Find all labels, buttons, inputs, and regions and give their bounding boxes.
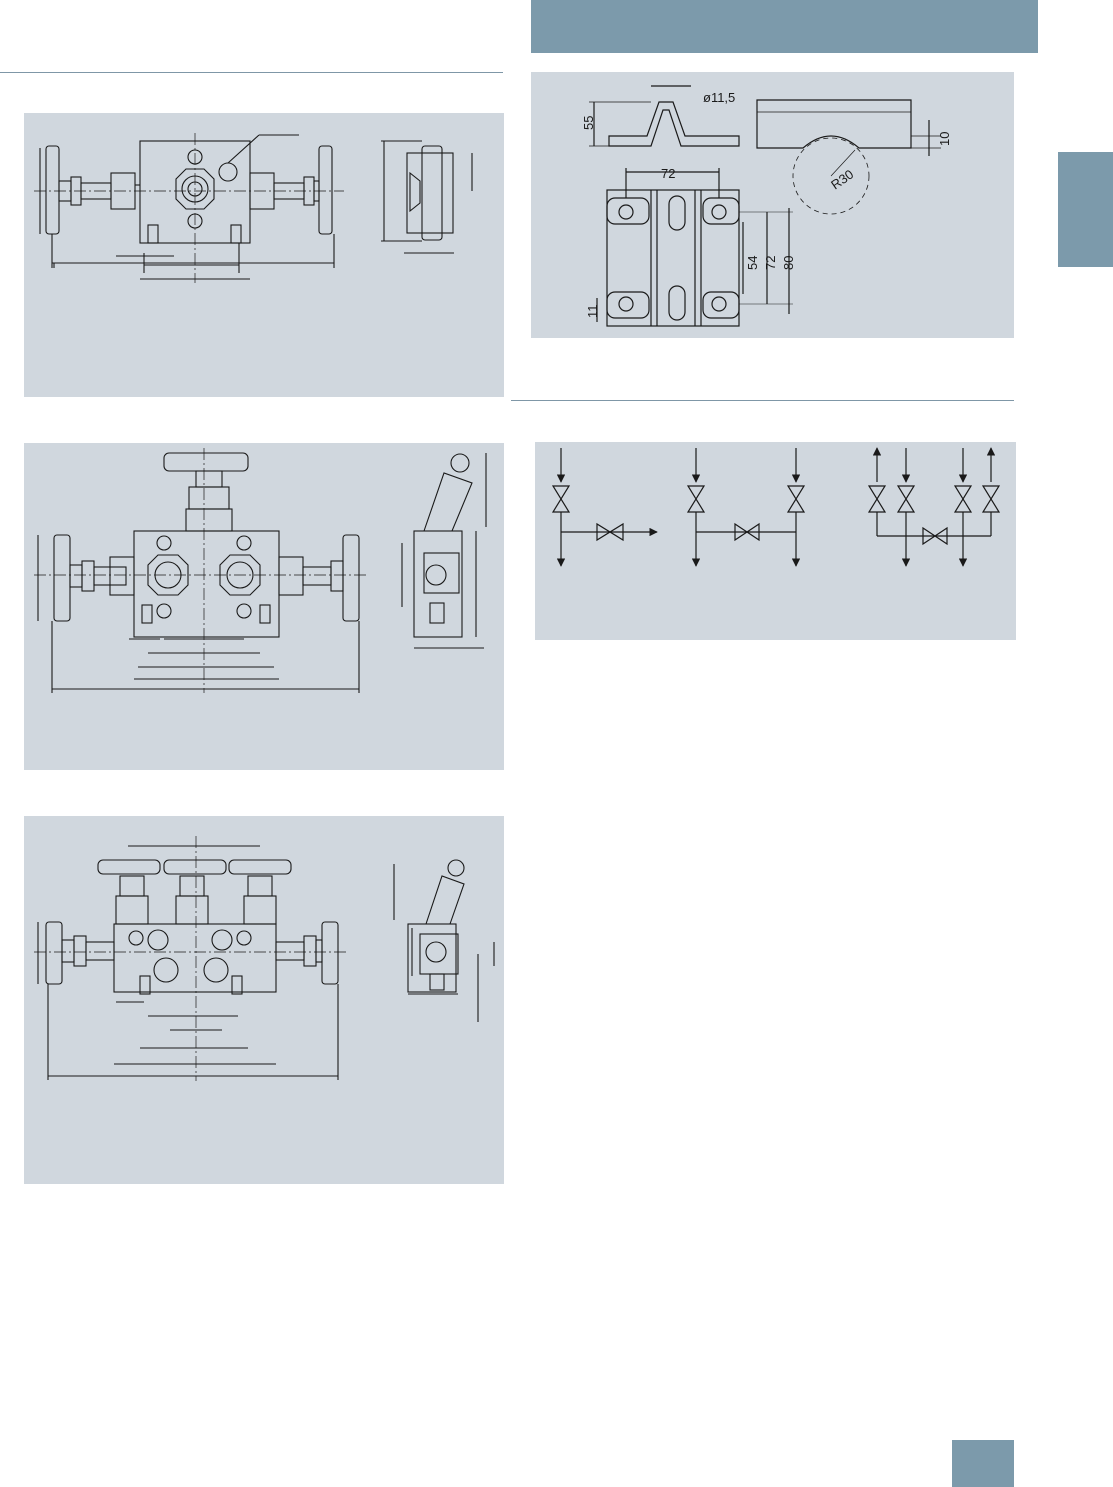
top-left-rule xyxy=(0,72,503,73)
bracket-dim-length: 80 xyxy=(781,256,796,270)
bracket-dim-hole: ø11,5 xyxy=(703,90,735,105)
2-valve-manifold-drawing xyxy=(24,113,504,397)
drawing-panel-valve-schematics xyxy=(535,442,1016,640)
bracket-dim-edge: 11 xyxy=(585,305,600,319)
mid-right-rule xyxy=(511,400,1014,401)
schematic-5-valve xyxy=(869,448,999,566)
side-chapter-tab xyxy=(1058,152,1113,267)
bracket-dim-height: 55 xyxy=(581,116,596,130)
section-header-bar xyxy=(531,0,1038,53)
bracket-dim-radius: R30 xyxy=(828,166,856,192)
bracket-dim-width: 72 xyxy=(661,166,675,181)
valve-schematics-drawing xyxy=(535,442,1016,640)
page-number-box xyxy=(952,1440,1014,1487)
drawing-panel-2-valve-manifold xyxy=(24,113,504,397)
mounting-bracket-drawing: ø11,5 55 10 R30 72 54 72 80 11 xyxy=(531,72,1014,338)
bracket-dim-slot: 54 xyxy=(745,256,760,270)
schematic-2-valve xyxy=(553,448,657,566)
schematic-3-valve xyxy=(688,448,804,566)
drawing-panel-mounting-bracket: ø11,5 55 10 R30 72 54 72 80 11 xyxy=(531,72,1014,338)
5-valve-manifold-drawing xyxy=(24,816,504,1184)
bracket-dim-depth: 10 xyxy=(937,132,952,146)
drawing-panel-5-valve-manifold xyxy=(24,816,504,1184)
bracket-dim-pitch: 72 xyxy=(763,256,778,270)
3-valve-manifold-drawing xyxy=(24,443,504,770)
drawing-panel-3-valve-manifold xyxy=(24,443,504,770)
